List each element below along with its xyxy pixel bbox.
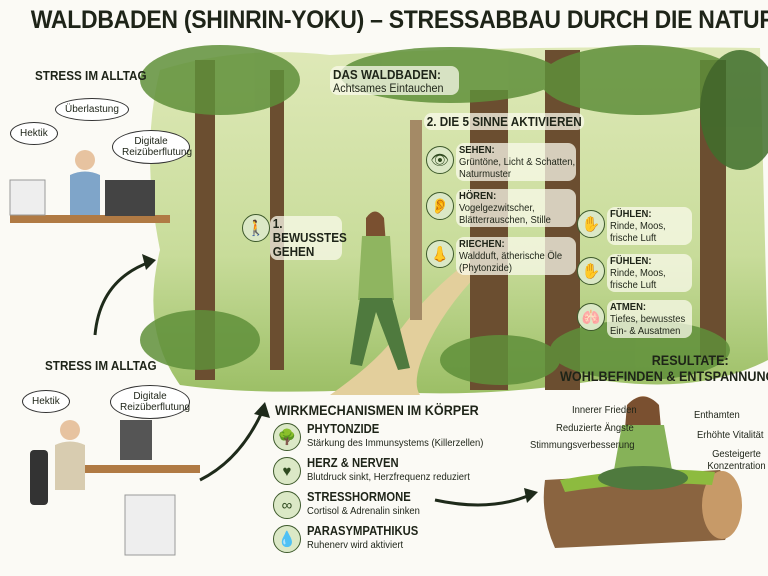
stressed-person-desk-bottom <box>30 420 200 556</box>
senses-heading: 2. DIE 5 SINNE AKTIVIEREN <box>424 113 585 130</box>
walking-woman <box>350 211 410 370</box>
glands-icon: ∞ <box>273 491 301 519</box>
sense-title: FÜHLEN: <box>610 208 652 220</box>
water-drop-icon: 💧 <box>273 525 301 553</box>
sense-title: HÖREN: <box>459 190 497 202</box>
tree-icon: 🌳 <box>273 423 301 451</box>
sense-title: ATMEN: <box>610 301 647 313</box>
sense-item: ATMEN: Tiefes, bewusstes Ein- & Ausatmen <box>607 300 692 338</box>
waldbaden-box: DAS WALDBADEN: Achtsames Eintauchen <box>330 66 459 95</box>
result-item: Erhöhte Vitalität <box>697 429 764 441</box>
mechanism-title: STRESSHORMONE <box>307 490 411 504</box>
sense-title: FÜHLEN: <box>610 255 652 267</box>
sense-title: SEHEN: <box>459 144 495 156</box>
mechanism-text: Stärkung des Immunsystems (Killerzellen) <box>307 437 484 449</box>
mechanism-title: PHYTONZIDE <box>307 422 380 436</box>
heart-icon: ♥ <box>273 457 301 485</box>
meditating-woman-on-log <box>543 396 742 548</box>
sense-item: FÜHLEN: Rinde, Moos, frische Luft <box>607 207 692 245</box>
sense-text: Tiefes, bewusstes Ein- & Ausatmen <box>610 313 686 337</box>
thought-bubble: Hektik <box>10 122 58 145</box>
mechanisms-heading: WIRKMECHANISMEN IM KÖRPER <box>275 402 479 418</box>
thought-bubble: Digitale Reizüberflutung <box>110 385 190 419</box>
mechanism-text: Blutdruck sinkt, Herzfrequenz reduziert <box>307 471 470 483</box>
sense-item: HÖREN: Vogelgezwitscher, Blätterrauschen… <box>456 189 576 227</box>
results-heading: RESULTATE: WOHLBEFINDEN & ENTSPANNUNG <box>560 352 768 384</box>
result-item: Gesteigerte Konzentration <box>707 448 766 472</box>
sense-text: Grüntöne, Licht & Schatten, Naturmuster <box>459 156 576 180</box>
result-item: Reduzierte Ängste <box>556 422 634 434</box>
nose-icon: 👃 <box>426 240 454 268</box>
result-item: Innerer Frieden <box>572 404 637 416</box>
thought-bubble: Hektik <box>22 390 70 413</box>
ear-icon: 👂 <box>426 192 454 220</box>
results-heading-1: RESULTATE: <box>651 352 729 368</box>
sense-text: Rinde, Moos, frische Luft <box>610 220 666 244</box>
step1-label: 1. BEWUSSTES GEHEN <box>270 216 347 260</box>
sense-text: Waldduft, ätherische Öle (Phytonzide) <box>459 250 563 274</box>
mechanism-title: PARASYMPATHIKUS <box>307 524 419 538</box>
hand-icon: ✋ <box>577 210 605 238</box>
sense-item: SEHEN: Grüntöne, Licht & Schatten, Natur… <box>456 143 576 181</box>
mechanism-text: Cortisol & Adrenalin sinken <box>307 505 420 517</box>
stressed-person-desk-top <box>9 150 170 223</box>
sense-text: Vogelgezwitscher, Blätterrauschen, Still… <box>459 202 551 226</box>
waldbaden-subtitle: Achtsames Eintauchen <box>333 81 444 95</box>
waldbaden-heading: DAS WALDBADEN: <box>333 67 441 82</box>
result-item: Enthamten <box>694 409 740 421</box>
sense-item: RIECHEN: Waldduft, ätherische Öle (Phyto… <box>456 237 576 275</box>
thought-bubble: Überlastung <box>55 98 129 121</box>
results-heading-2: WOHLBEFINDEN & ENTSPANNUNG <box>560 368 768 384</box>
sense-title: RIECHEN: <box>459 238 505 250</box>
sense-item: FÜHLEN: Rinde, Moos, frische Luft <box>607 254 692 292</box>
mechanism-title: HERZ & NERVEN <box>307 456 399 470</box>
hand-icon: ✋ <box>577 257 605 285</box>
page-title: WALDBADEN (SHINRIN-YOKU) – STRESSABBAU D… <box>30 6 768 34</box>
eye-icon: 👁 <box>426 146 454 174</box>
sense-text: Rinde, Moos, frische Luft <box>610 267 666 291</box>
walking-icon: 🚶 <box>242 214 270 242</box>
thought-bubble: Digitale Reizüberflutung <box>112 130 192 164</box>
stress-heading-top: STRESS IM ALLTAG <box>35 68 147 83</box>
mechanism-text: Ruhenerv wird aktiviert <box>307 539 404 551</box>
result-item: Stimmungsverbesserung <box>530 439 635 451</box>
stress-heading-bottom: STRESS IM ALLTAG <box>45 358 157 373</box>
lungs-icon: 🫁 <box>577 303 605 331</box>
